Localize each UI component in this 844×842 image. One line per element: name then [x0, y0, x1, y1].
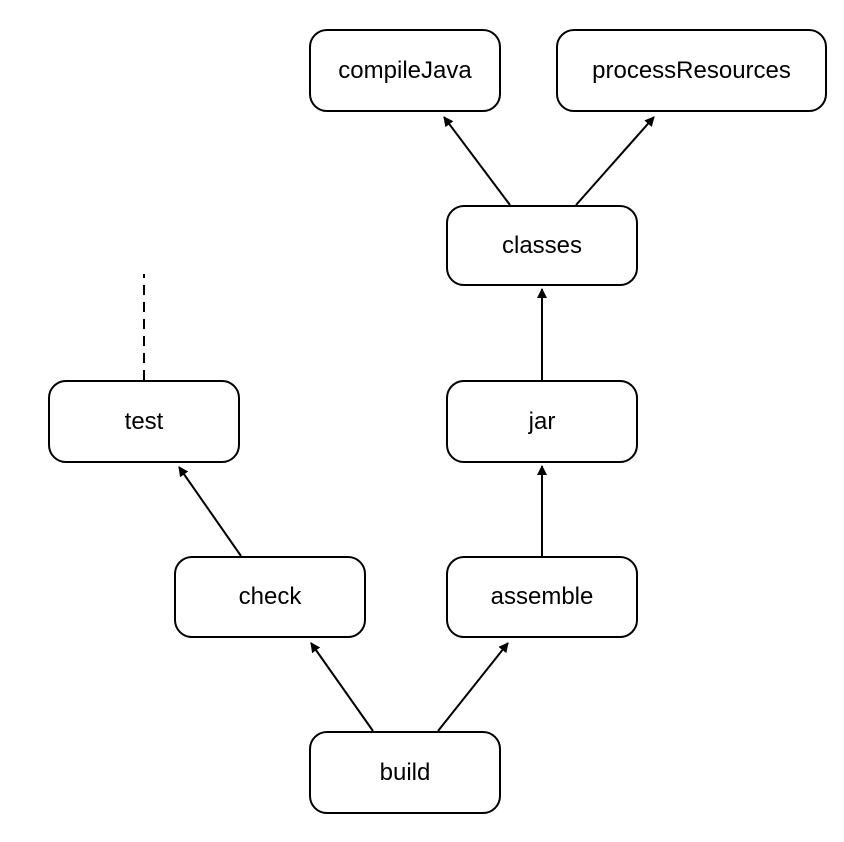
node-label-assemble: assemble — [490, 583, 594, 610]
node-jar: jar — [446, 380, 638, 463]
edge-classes-to-processResources — [575, 116, 655, 206]
edge-classes-to-compileJava — [443, 116, 511, 206]
node-test: test — [48, 380, 240, 463]
node-compileJava: compileJava — [309, 29, 501, 112]
node-label-build: build — [379, 758, 431, 786]
node-label-check: check — [238, 583, 302, 610]
node-label-jar: jar — [528, 407, 556, 435]
node-build: build — [309, 731, 501, 814]
node-classes: classes — [446, 205, 638, 286]
node-label-classes: classes — [501, 231, 583, 259]
edge-build-to-assemble — [437, 642, 509, 732]
node-label-compileJava: compileJava — [338, 56, 472, 84]
node-label-processResources: processResources — [592, 56, 791, 84]
node-check: check — [174, 556, 366, 638]
edge-build-to-check — [310, 642, 374, 732]
node-assemble: assemble — [446, 556, 638, 638]
node-processResources: processResources — [556, 29, 827, 112]
node-label-test: test — [124, 407, 164, 435]
edge-check-to-test — [178, 466, 242, 557]
